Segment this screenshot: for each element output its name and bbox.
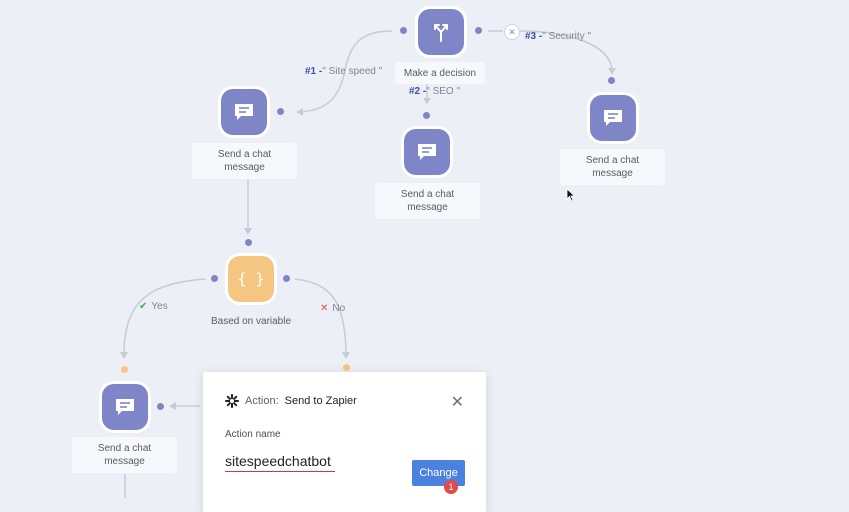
node-label-chat-security: Send a chat message [560,149,665,185]
chat-bubble-icon [604,110,622,126]
branch-label-2: #2 -" SEO " [409,86,461,97]
chat-bubble-icon [418,144,436,160]
close-icon[interactable]: ✕ [450,394,464,411]
branch-label-1: #1 -" Site speed " [305,66,383,77]
connector-dot[interactable] [475,27,482,34]
connector-dot[interactable] [423,112,430,119]
cross-icon: ✕ [320,303,329,314]
chat-node-security[interactable] [590,95,636,141]
connector-dot[interactable] [157,403,164,410]
branch-label-3: #3 -" Security " [525,31,592,42]
close-icon[interactable]: ✕ [504,24,520,40]
chat-node-site-speed[interactable] [221,89,267,135]
condition-yes: ✔ Yes [139,301,168,312]
node-label-decision: Make a decision [395,62,485,84]
connector-dot[interactable] [245,239,252,246]
node-label-variable: Based on variable [210,315,292,327]
flow-edges [120,30,616,498]
change-button[interactable]: Change [412,460,465,486]
chat-node-seo[interactable] [404,129,450,175]
connector-dot[interactable] [121,366,128,373]
action-name-input[interactable]: sitespeedchatbot [225,453,335,472]
connector-dot[interactable] [400,27,407,34]
cursor-icon [566,188,576,202]
chat-node-yes[interactable] [102,384,148,430]
fork-icon [434,24,448,42]
connector-dot[interactable] [608,77,615,84]
node-label-chat-yes: Send a chat message [72,437,177,473]
field-label: Action name [225,429,281,440]
condition-no: ✕ No [320,303,346,314]
node-label-chat-seo: Send a chat message [375,183,480,219]
panel-title: Action:Send to Zapier [225,394,357,408]
variable-node[interactable]: { } [228,256,274,302]
action-panel: Action:Send to Zapier ✕ Action name site… [203,372,486,512]
notification-badge: 1 [444,480,458,494]
connector-dot[interactable] [211,275,218,282]
chat-bubble-icon [116,399,134,415]
check-icon: ✔ [139,301,148,312]
connector-dot[interactable] [343,364,350,371]
zapier-icon [225,394,239,408]
connector-dot[interactable] [277,108,284,115]
node-label-chat-site-speed: Send a chat message [192,143,297,179]
chat-bubble-icon [235,104,253,120]
braces-icon: { } [237,270,265,288]
connector-dot[interactable] [283,275,290,282]
decision-node[interactable] [418,9,464,55]
